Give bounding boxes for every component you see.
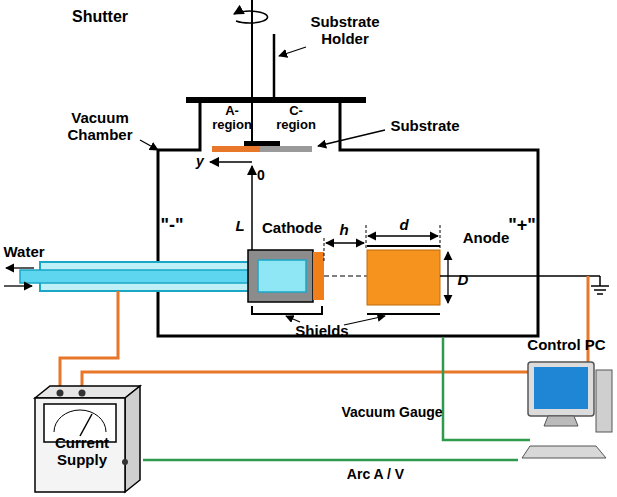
- pc-monitor: [528, 362, 594, 416]
- ground-symbol: [591, 285, 609, 287]
- y-axis: [210, 161, 252, 163]
- ground-symbol: [599, 276, 601, 286]
- ground-symbol: [594, 289, 606, 291]
- part-label: Shields: [295, 323, 348, 340]
- part-label: Anode: [463, 230, 510, 247]
- part-label: h: [339, 222, 348, 239]
- computer-box: Control PC: [518, 334, 615, 464]
- supply-top: [35, 386, 140, 398]
- dimension-tick: [440, 225, 441, 248]
- leader-line: [286, 316, 300, 322]
- rotation-arrow: [234, 11, 268, 23]
- part-label: A- region: [210, 104, 254, 133]
- part-label: D: [458, 272, 469, 289]
- vacuum-chamber: [158, 103, 538, 336]
- part-label: Cathode: [262, 220, 322, 237]
- holder-rod: [273, 34, 276, 100]
- substrate-c: [260, 146, 312, 152]
- node-text: Current Supply: [33, 434, 143, 469]
- pc-screen: [534, 367, 588, 409]
- cathode-body: [248, 250, 313, 302]
- part-label: "-": [160, 216, 183, 236]
- part-label: d: [399, 217, 408, 234]
- signal-line: [143, 459, 518, 462]
- dimension-h: [326, 242, 364, 243]
- part-label: Substrate: [390, 118, 459, 135]
- terminal: [122, 459, 128, 465]
- dimension-d-height: [447, 252, 448, 303]
- terminal: [57, 390, 64, 397]
- leader-line: [344, 316, 385, 325]
- part-label: Substrate Holder: [300, 14, 390, 47]
- pc-tower: [596, 370, 612, 432]
- meter-scale: [54, 410, 106, 432]
- cathode-shield: [252, 306, 322, 314]
- substrate-a: [212, 146, 260, 152]
- pc-stand: [544, 416, 578, 426]
- cathode-cooling: [258, 260, 306, 292]
- terminal: [79, 390, 86, 397]
- anode-wire: [82, 276, 588, 394]
- part-label: 0: [257, 168, 265, 183]
- supply-side: [125, 386, 140, 492]
- edge-label: Arc A / V: [345, 466, 406, 482]
- part-label: Water: [3, 244, 44, 261]
- axis-line: [324, 276, 367, 277]
- cathode-wire: [60, 291, 118, 394]
- part-label: "+": [508, 216, 536, 236]
- ground-symbol: [597, 293, 603, 295]
- leader-line: [279, 47, 306, 56]
- gauge-line: [443, 337, 530, 440]
- leader-line: [140, 140, 158, 150]
- anode-block: [367, 250, 440, 305]
- supply-box: Current Supply: [33, 384, 143, 494]
- pc-keyboard: [522, 446, 606, 458]
- dimension-tick: [324, 238, 325, 262]
- leader-line: [318, 130, 385, 146]
- part-label: L: [235, 218, 244, 235]
- anode-shield: [367, 313, 440, 315]
- part-label: y: [196, 154, 204, 169]
- water-out: [6, 267, 34, 268]
- dimension-d: [368, 235, 438, 236]
- part-label: Vacuum Gauge: [341, 405, 442, 420]
- shutter-blade: [244, 141, 280, 146]
- dimension-tick: [366, 225, 367, 248]
- node-text: Control PC: [518, 336, 615, 353]
- anode-shield: [367, 245, 440, 247]
- part-label: Vacuum Chamber: [60, 110, 140, 143]
- meter-needle: [80, 414, 92, 436]
- holder-plate: [186, 97, 366, 103]
- cathode-target: [313, 252, 324, 300]
- part-label: Shutter: [72, 8, 128, 26]
- water-in: [4, 285, 32, 286]
- part-label: C- region: [274, 104, 318, 133]
